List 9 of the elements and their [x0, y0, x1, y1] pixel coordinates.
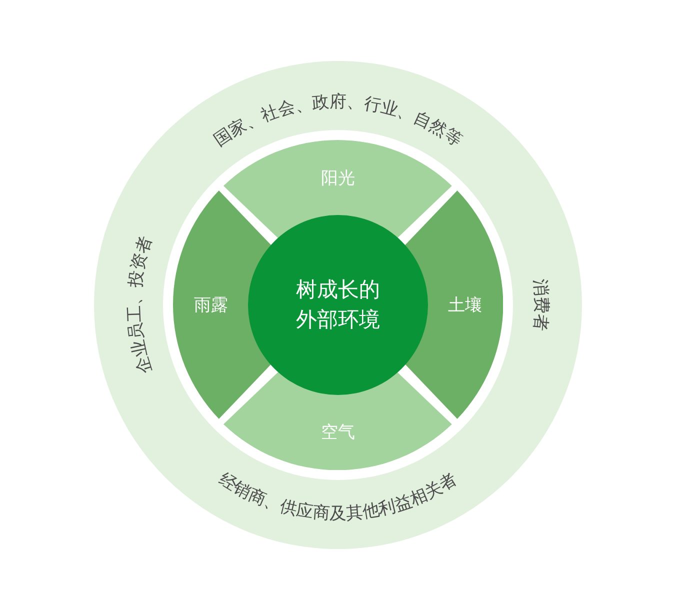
ring-label: 企业员工、投资者 [124, 234, 156, 376]
ring-label: 经销商、供应商及其他利益相关者 [215, 470, 461, 524]
sector-label: 阳光 [320, 168, 355, 190]
center-label: 树成长的外部环境 [295, 276, 381, 334]
ring-label: 国家、社会、政府、行业、自然等 [210, 92, 466, 151]
sector-label: 雨露 [194, 294, 228, 316]
sector-label: 土壤 [448, 294, 482, 316]
sector-label: 空气 [320, 421, 355, 444]
ring-label: 消费者 [530, 278, 551, 332]
